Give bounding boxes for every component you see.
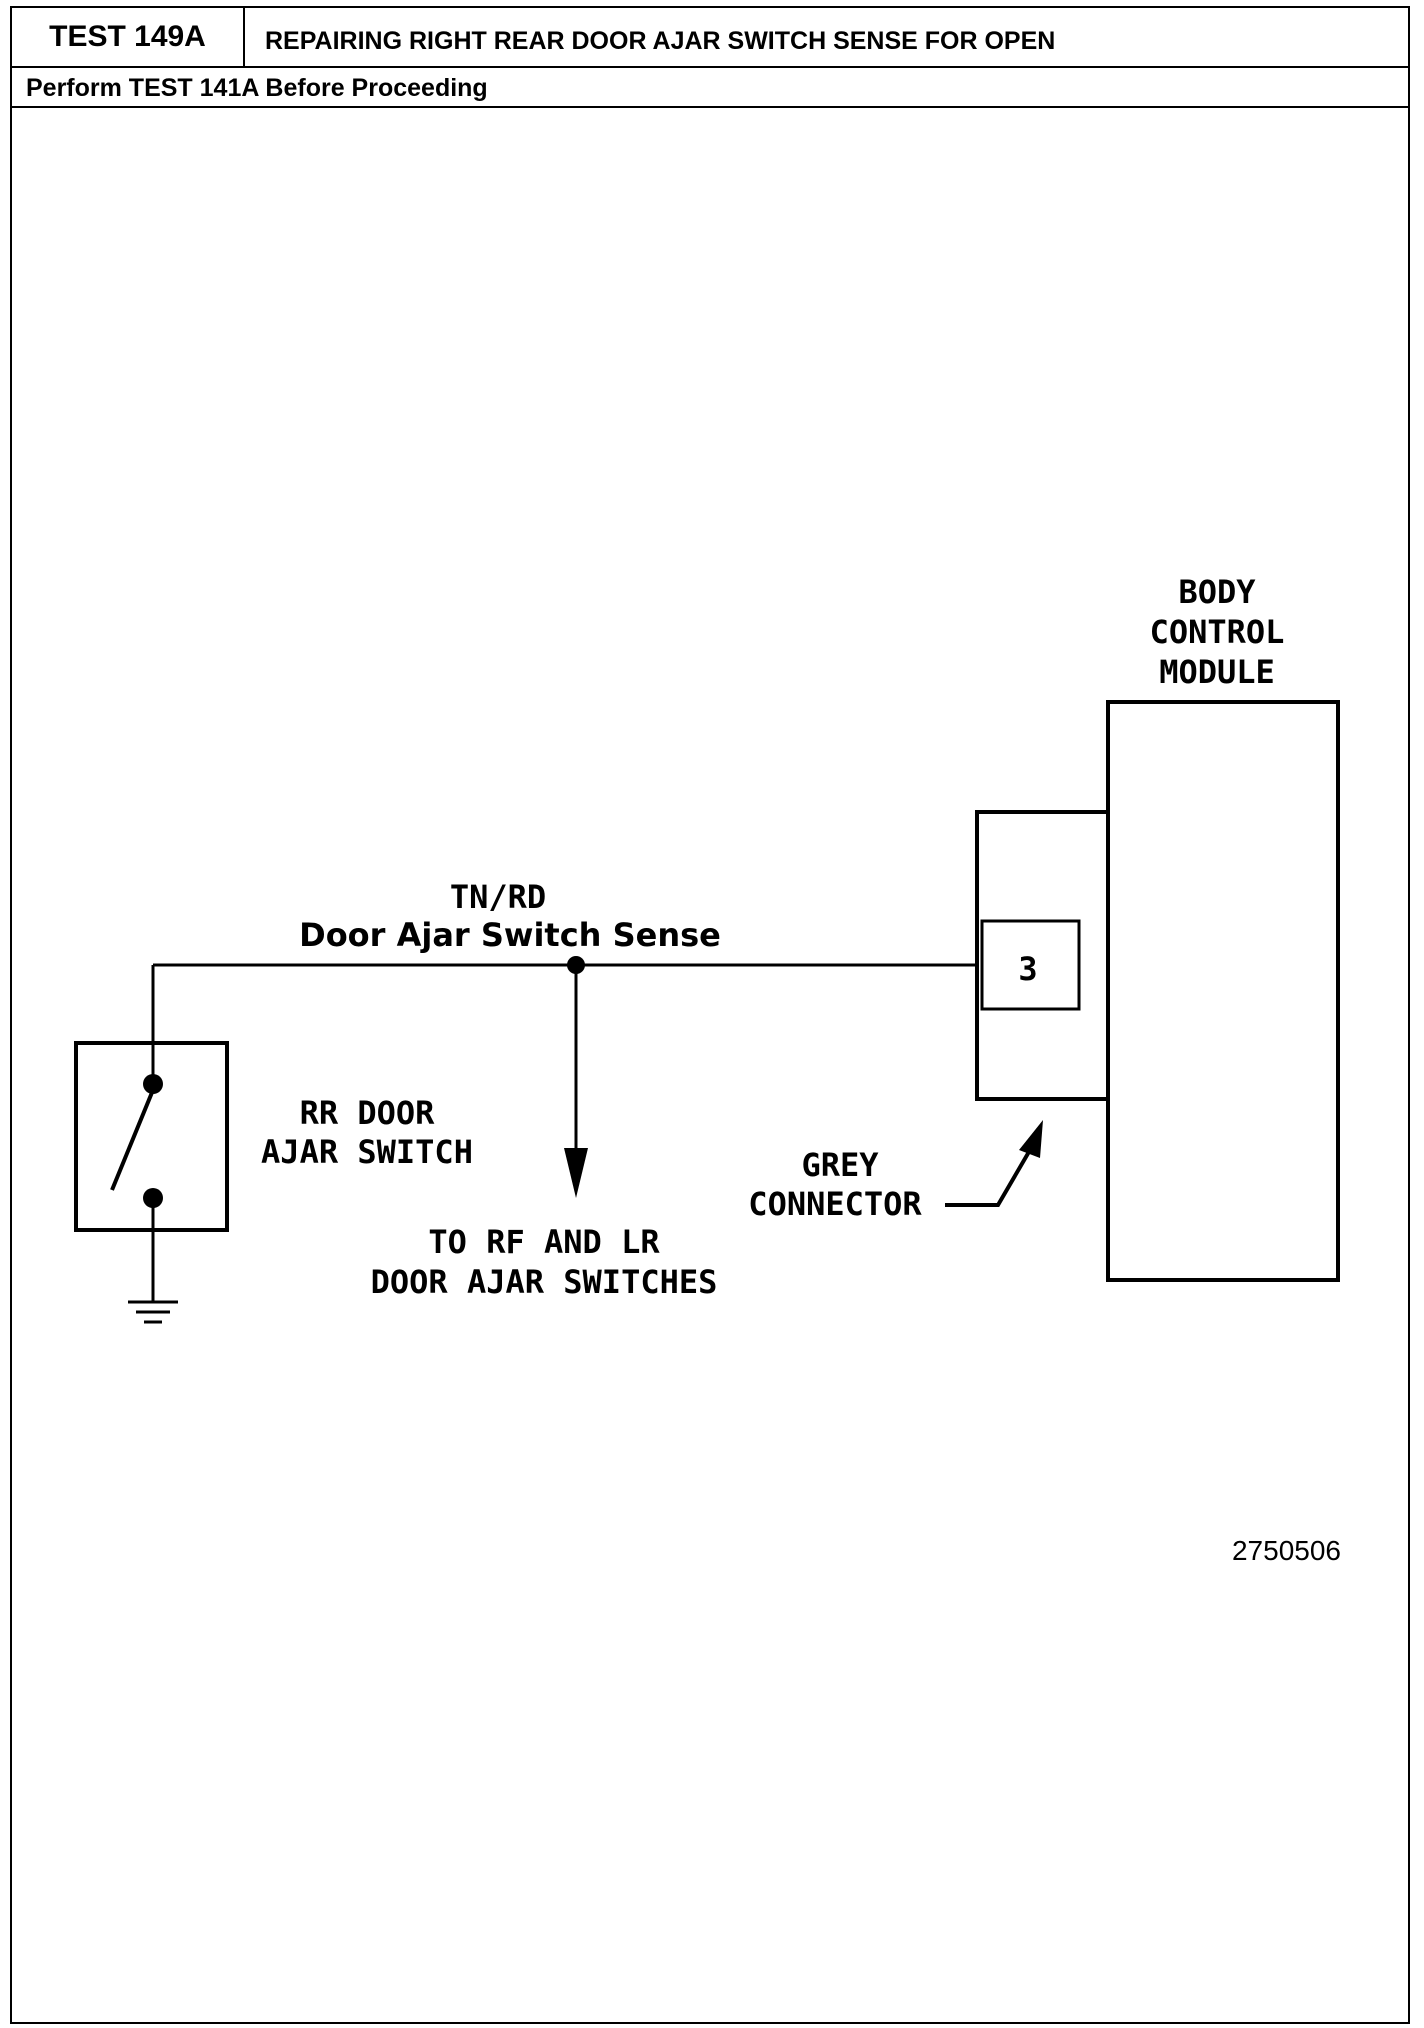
branch-label-line-2: DOOR AJAR SWITCHES [371, 1263, 718, 1301]
connector-pin-number: 3 [1018, 950, 1037, 988]
branch-arrow-head [564, 1148, 588, 1198]
connector-pointer-arrow-head [1019, 1120, 1043, 1158]
prerequisite-note: Perform TEST 141A Before Proceeding [12, 68, 1408, 108]
connector-label-line-2: CONNECTOR [748, 1185, 922, 1223]
figure-number: 2750506 [1232, 1535, 1341, 1566]
body-control-module-box [1106, 700, 1340, 1282]
wire-color-code: TN/RD [450, 878, 546, 916]
header-row: TEST 149A REPAIRING RIGHT REAR DOOR AJAR… [12, 8, 1408, 68]
module-label-line-2: CONTROL [1150, 613, 1285, 651]
test-id: TEST 149A [12, 8, 245, 66]
ground-symbol-icon [128, 1300, 178, 1324]
connector-pin-cavity [980, 919, 1081, 1011]
branch-label-line-1: TO RF AND LR [428, 1223, 660, 1261]
switch-label-line-1: RR DOOR [300, 1094, 436, 1132]
test-title: REPAIRING RIGHT REAR DOOR AJAR SWITCH SE… [265, 27, 1056, 55]
connector-label-line-1: GREY [801, 1146, 879, 1184]
wire-circuit-name: Door Ajar Switch Sense [299, 916, 721, 954]
grey-connector-box [975, 810, 1110, 1101]
connector-pointer-line [945, 1148, 1032, 1207]
module-label-line-1: BODY [1178, 573, 1256, 611]
switch-label-line-2: AJAR SWITCH [261, 1133, 473, 1171]
switch-contact-top [143, 1074, 163, 1094]
schematic-sheet: TEST 149A REPAIRING RIGHT REAR DOOR AJAR… [10, 6, 1410, 2024]
module-label-line-3: MODULE [1159, 653, 1275, 691]
switch-blade [110, 1089, 155, 1191]
